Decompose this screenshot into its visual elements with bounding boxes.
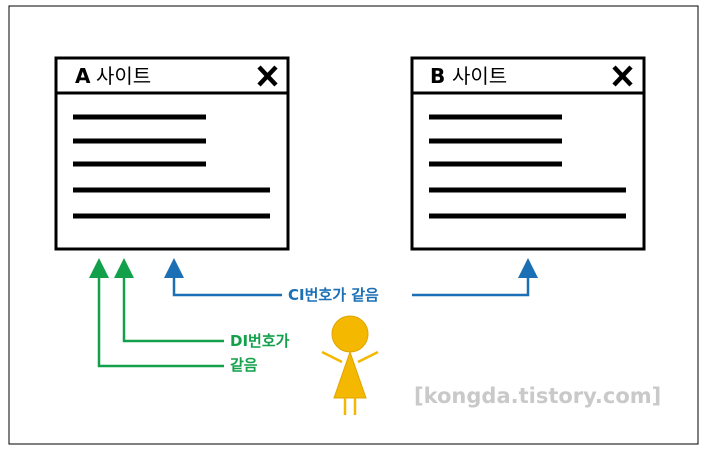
- site-b-window: B 사이트: [412, 58, 644, 249]
- ci-label: CI번호가 같음: [288, 286, 379, 304]
- site-b-frame: [412, 58, 644, 249]
- watermark: [kongda.tistory.com]: [414, 384, 661, 408]
- site-a-window: A 사이트: [56, 58, 288, 249]
- site-a-letter: A: [75, 64, 91, 88]
- site-a-frame: [56, 58, 288, 249]
- di-label-line2: 같음: [230, 356, 258, 374]
- site-a-title: 사이트: [96, 64, 151, 88]
- site-b-title: 사이트: [452, 64, 507, 88]
- di-label-line1: DI번호가: [230, 332, 290, 350]
- site-b-letter: B: [430, 64, 445, 88]
